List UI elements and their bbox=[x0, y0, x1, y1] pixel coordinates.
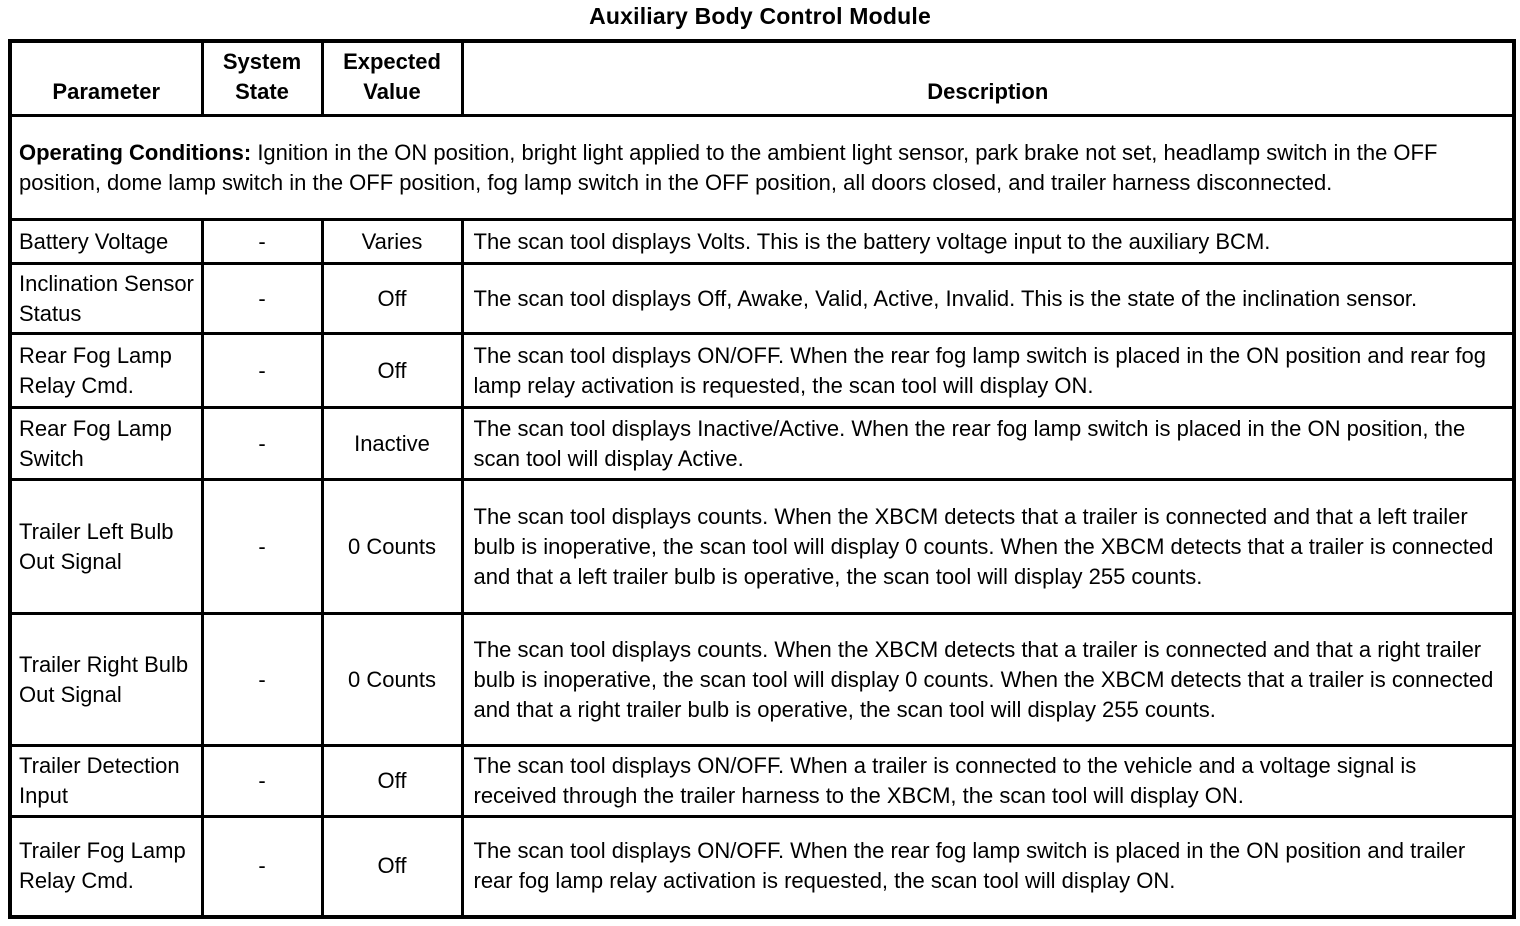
system-state-cell: - bbox=[200, 332, 324, 409]
system-state-cell: - bbox=[200, 406, 324, 481]
description-cell: The scan tool displays Volts. This is th… bbox=[460, 218, 1516, 265]
col-header-system-state: System State bbox=[200, 39, 324, 117]
system-state-cell: - bbox=[200, 262, 324, 335]
expected-value-cell: Off bbox=[320, 332, 464, 409]
col-header-parameter: Parameter bbox=[8, 39, 204, 117]
table-row: Inclination Sensor Status - Off The scan… bbox=[8, 262, 1516, 335]
header-row: Parameter System State Expected Value De… bbox=[8, 39, 1516, 117]
expected-value-cell: 0 Counts bbox=[320, 612, 464, 747]
page-title: Auxiliary Body Control Module bbox=[589, 3, 931, 29]
table-row: Rear Fog Lamp Relay Cmd. - Off The scan … bbox=[8, 332, 1516, 409]
description-cell: The scan tool displays ON/OFF. When the … bbox=[460, 815, 1516, 918]
parameter-cell: Trailer Fog Lamp Relay Cmd. bbox=[8, 815, 204, 918]
parameter-cell: Battery Voltage bbox=[8, 218, 204, 265]
operating-conditions-row: Operating Conditions: Ignition in the ON… bbox=[8, 114, 1516, 221]
system-state-cell: - bbox=[200, 218, 324, 265]
description-cell: The scan tool displays Inactive/Active. … bbox=[460, 406, 1516, 481]
expected-value-cell: Varies bbox=[320, 218, 464, 265]
expected-value-cell: Inactive bbox=[320, 406, 464, 481]
expected-value-cell: Off bbox=[320, 262, 464, 335]
system-state-cell: - bbox=[200, 744, 324, 818]
table-row: Trailer Fog Lamp Relay Cmd. - Off The sc… bbox=[8, 815, 1516, 918]
system-state-cell: - bbox=[200, 478, 324, 615]
table-row: Rear Fog Lamp Switch - Inactive The scan… bbox=[8, 406, 1516, 481]
parameter-spec-table: Parameter System State Expected Value De… bbox=[8, 39, 1516, 919]
description-cell: The scan tool displays ON/OFF. When the … bbox=[460, 332, 1516, 409]
col-header-expected-value: Expected Value bbox=[320, 39, 464, 117]
system-state-cell: - bbox=[200, 815, 324, 918]
parameter-cell: Rear Fog Lamp Switch bbox=[8, 406, 204, 481]
table-row: Trailer Right Bulb Out Signal - 0 Counts… bbox=[8, 612, 1516, 747]
description-cell: The scan tool displays counts. When the … bbox=[460, 478, 1516, 615]
table-row: Battery Voltage - Varies The scan tool d… bbox=[8, 218, 1516, 265]
parameter-cell: Inclination Sensor Status bbox=[8, 262, 204, 335]
expected-value-cell: Off bbox=[320, 815, 464, 918]
description-cell: The scan tool displays ON/OFF. When a tr… bbox=[460, 744, 1516, 818]
description-cell: The scan tool displays counts. When the … bbox=[460, 612, 1516, 747]
parameter-cell: Trailer Right Bulb Out Signal bbox=[8, 612, 204, 747]
expected-value-cell: Off bbox=[320, 744, 464, 818]
description-cell: The scan tool displays Off, Awake, Valid… bbox=[460, 262, 1516, 335]
parameter-cell: Rear Fog Lamp Relay Cmd. bbox=[8, 332, 204, 409]
parameter-cell: Trailer Left Bulb Out Signal bbox=[8, 478, 204, 615]
col-header-description: Description bbox=[460, 39, 1516, 117]
parameter-cell: Trailer Detection Input bbox=[8, 744, 204, 818]
operating-conditions-text: Ignition in the ON position, bright ligh… bbox=[19, 139, 1438, 195]
table-row: Trailer Detection Input - Off The scan t… bbox=[8, 744, 1516, 818]
system-state-cell: - bbox=[200, 612, 324, 747]
table-row: Trailer Left Bulb Out Signal - 0 Counts … bbox=[8, 478, 1516, 615]
operating-conditions-label: Operating Conditions: bbox=[19, 139, 252, 165]
expected-value-cell: 0 Counts bbox=[320, 478, 464, 615]
operating-conditions-cell: Operating Conditions: Ignition in the ON… bbox=[8, 114, 1516, 221]
